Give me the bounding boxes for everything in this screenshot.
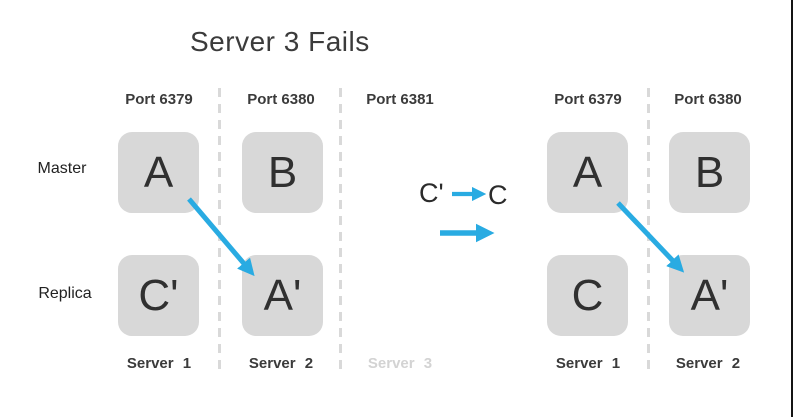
shard-letter: B <box>267 147 298 197</box>
server-label-failed: Server 3 <box>367 355 433 372</box>
port-label: Port 6380 <box>674 91 742 108</box>
shard-box: A <box>547 132 628 213</box>
shard-letter: A <box>143 147 174 197</box>
promotion-to-label: C <box>488 180 508 210</box>
promotion-from-label: Cʹ <box>419 178 444 208</box>
shard-letter: A <box>572 147 603 197</box>
server-label: Server 2 <box>248 355 314 372</box>
shard-box: C <box>547 255 628 336</box>
shard-letter: Aʹ <box>263 270 302 320</box>
port-label: Port 6381 <box>366 91 434 108</box>
server-label: Server 1 <box>126 355 192 372</box>
shard-letter: B <box>694 147 725 197</box>
shard-box: Aʹ <box>669 255 750 336</box>
shard-letter: Cʹ <box>138 270 179 320</box>
server-label: Server 2 <box>675 355 741 372</box>
shard-box: Aʹ <box>242 255 323 336</box>
diagram-title: Server 3 Fails <box>190 26 370 57</box>
shard-letter: Aʹ <box>690 270 729 320</box>
port-label: Port 6379 <box>554 91 622 108</box>
port-label: Port 6379 <box>125 91 193 108</box>
shard-box: A <box>118 132 199 213</box>
port-label: Port 6380 <box>247 91 315 108</box>
column-divider <box>647 88 650 376</box>
column-divider <box>218 88 221 376</box>
replica-row-label: Replica <box>38 285 92 302</box>
page-edge-border <box>791 0 793 417</box>
master-row-label: Master <box>37 160 87 177</box>
server-label: Server 1 <box>555 355 621 372</box>
column-divider <box>339 88 342 376</box>
shard-box: B <box>242 132 323 213</box>
shard-box: B <box>669 132 750 213</box>
shard-box: Cʹ <box>118 255 199 336</box>
shard-letter: C <box>571 270 604 320</box>
